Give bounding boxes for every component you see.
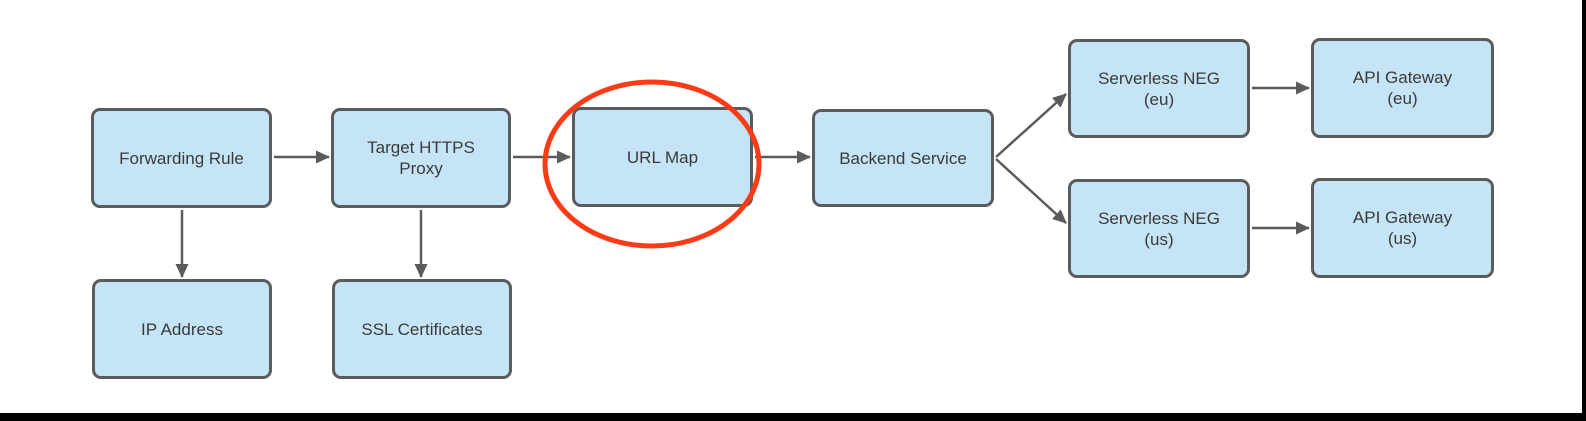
node-label: Forwarding Rule bbox=[119, 148, 244, 168]
node-label: (eu) bbox=[1143, 89, 1175, 109]
node-label: Backend Service bbox=[839, 148, 967, 168]
node-label: Proxy bbox=[399, 159, 443, 178]
node-label: SSL Certificates bbox=[361, 319, 483, 339]
edge-backend-service-to-serverless-neg-us bbox=[995, 158, 1067, 224]
node-label: URL Map bbox=[626, 147, 699, 167]
node-label: API Gateway bbox=[1352, 208, 1453, 227]
node-label: Serverless NEG bbox=[1098, 208, 1220, 228]
node-target-https-proxy: Target HTTPS Proxy bbox=[331, 108, 511, 208]
edge-backend-service-to-serverless-neg-eu bbox=[995, 93, 1067, 158]
node-api-gateway-eu: API Gateway (eu) bbox=[1311, 38, 1494, 138]
node-label: IP Address bbox=[141, 319, 223, 339]
node-serverless-neg-eu: Serverless NEG (eu) bbox=[1068, 39, 1250, 138]
node-serverless-neg-us: Serverless NEG (us) bbox=[1068, 179, 1250, 278]
node-backend-service: Backend Service bbox=[812, 109, 994, 207]
node-label: (eu) bbox=[1387, 89, 1418, 108]
node-forwarding-rule: Forwarding Rule bbox=[91, 108, 272, 208]
node-api-gateway-us: API Gateway (us) bbox=[1311, 178, 1494, 278]
node-label: Target HTTPS bbox=[367, 138, 475, 157]
frame-right-bar bbox=[1582, 0, 1586, 421]
node-label: API Gateway bbox=[1352, 68, 1453, 87]
node-ip-address: IP Address bbox=[92, 279, 272, 379]
node-url-map: URL Map bbox=[572, 107, 753, 207]
node-ssl-certificates: SSL Certificates bbox=[332, 279, 512, 379]
node-label: (us) bbox=[1387, 229, 1418, 248]
node-label: (us) bbox=[1144, 229, 1174, 249]
frame-bottom-bar bbox=[0, 413, 1586, 421]
node-label: Serverless NEG bbox=[1098, 68, 1220, 88]
